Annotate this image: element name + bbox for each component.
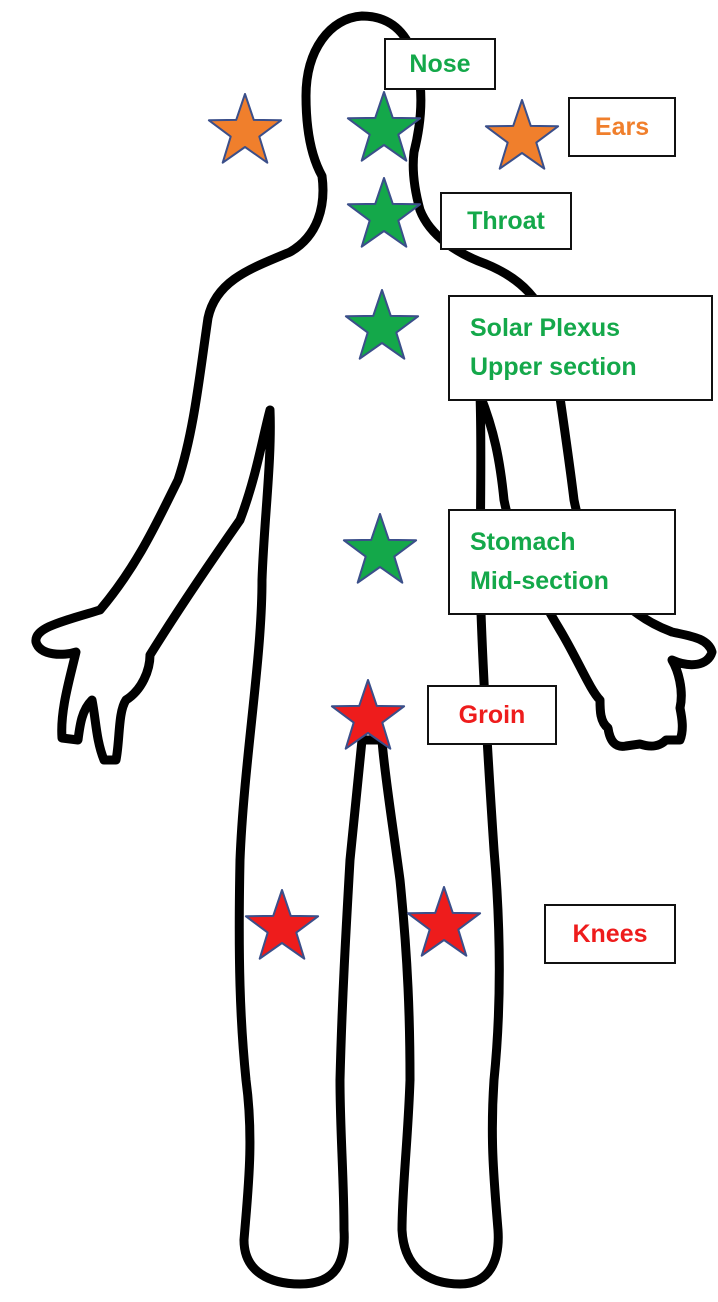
label-text: Groin — [459, 696, 526, 735]
star-marker-right-knee — [408, 887, 480, 956]
label-stomach: Stomach Mid-section — [448, 509, 676, 615]
star-marker-stomach — [344, 514, 416, 583]
star-marker-nose — [348, 92, 420, 161]
label-text-line-1: Solar Plexus — [470, 309, 620, 348]
star-marker-right-ear — [486, 100, 558, 169]
label-solar-plexus: Solar Plexus Upper section — [448, 295, 713, 401]
label-text: Knees — [572, 915, 647, 954]
label-groin: Groin — [427, 685, 557, 745]
label-text: Nose — [409, 45, 470, 84]
label-text-line-2: Upper section — [470, 348, 637, 387]
star-marker-solar-plexus — [346, 290, 418, 359]
label-throat: Throat — [440, 192, 572, 250]
label-knees: Knees — [544, 904, 676, 964]
star-marker-left-knee — [246, 890, 318, 959]
label-ears: Ears — [568, 97, 676, 157]
label-text-line-1: Stomach — [470, 523, 576, 562]
label-text: Throat — [467, 202, 545, 241]
label-nose: Nose — [384, 38, 496, 90]
star-marker-left-ear — [209, 94, 281, 163]
star-marker-throat — [348, 178, 420, 247]
label-text: Ears — [595, 108, 649, 147]
label-text-line-2: Mid-section — [470, 562, 609, 601]
